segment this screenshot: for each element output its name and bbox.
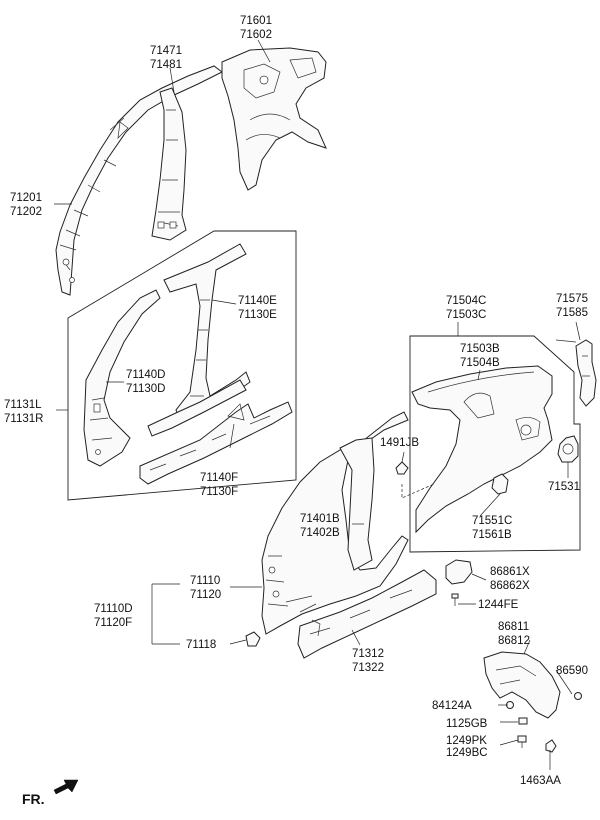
label-1125gb: 1125GB	[446, 718, 488, 730]
label-71585: 71585	[556, 307, 588, 319]
label-71561b: 71561B	[472, 529, 512, 541]
bracket-86861x	[445, 559, 473, 585]
a-pillar-inner-part	[83, 289, 161, 467]
label-71503c: 71503C	[446, 309, 486, 321]
label-84124a: 84124A	[432, 700, 472, 712]
label-1249bc: 1249BC	[446, 747, 488, 759]
clip-1463aa	[545, 739, 557, 753]
label-71401b: 71401B	[300, 513, 340, 525]
label-86862x: 86862X	[490, 580, 530, 592]
label-1463aa: 1463AA	[520, 775, 561, 787]
label-71601: 71601	[240, 15, 272, 27]
leader-lines	[54, 39, 581, 770]
callout-labels: 71601 71602 71471 71481 71201 71202 7114…	[4, 15, 588, 807]
label-71118: 71118	[186, 639, 216, 651]
label-71140e: 71140E	[238, 295, 277, 307]
label-71481: 71481	[150, 59, 182, 71]
label-71202: 71202	[10, 206, 42, 218]
label-71201: 71201	[10, 192, 42, 204]
bracket-71551c	[491, 473, 509, 495]
rocker-panel-part	[297, 569, 437, 659]
side-sill-inner-part	[139, 401, 293, 485]
label-86811: 86811	[498, 621, 529, 633]
label-71322: 71322	[352, 662, 384, 674]
label-1491jb: 1491JB	[380, 437, 419, 449]
label-71130f: 71130F	[200, 486, 238, 498]
label-71120f: 71120F	[94, 617, 132, 629]
label-71130e: 71130E	[238, 309, 277, 321]
label-71402b: 71402B	[300, 527, 340, 539]
center-pillar-upper-part	[151, 87, 187, 241]
rear-wheel-house-upper-part	[221, 47, 327, 191]
label-1244fe: 1244FE	[478, 599, 519, 611]
label-71131l: 71131L	[4, 399, 42, 411]
label-86812: 86812	[498, 635, 530, 647]
label-71602: 71602	[240, 29, 272, 41]
fastener-86590	[574, 692, 582, 700]
label-86861x: 86861X	[490, 566, 530, 578]
label-71471: 71471	[150, 45, 182, 57]
clip-71118	[245, 631, 261, 647]
label-71504c: 71504C	[446, 295, 486, 307]
roof-rail-side-panel-part	[55, 65, 223, 296]
label-71575: 71575	[556, 293, 588, 305]
label-71120: 71120	[190, 589, 221, 601]
center-pillar-inner-part	[147, 243, 251, 437]
label-71110d: 71110D	[94, 603, 133, 615]
label-71504b: 71504B	[460, 357, 500, 369]
bolt-1244fe	[451, 593, 459, 606]
side-outer-panel-part	[261, 411, 409, 635]
fuel-door-part	[557, 435, 579, 463]
label-71312: 71312	[352, 648, 384, 660]
group-frame-71504c	[409, 335, 581, 553]
label-71131r: 71131R	[4, 413, 43, 425]
rear-lamp-bracket-part	[555, 339, 597, 407]
quarter-panel-outer-part	[411, 365, 553, 534]
front-direction-icon	[53, 779, 79, 795]
label-71110: 71110	[190, 575, 220, 587]
label-71140d: 71140D	[126, 369, 165, 381]
group-frame-71131	[67, 230, 297, 501]
label-71551c: 71551C	[472, 515, 512, 527]
label-1249pk: 1249PK	[446, 735, 487, 747]
label-71531: 71531	[548, 481, 580, 493]
screw-1249pk	[517, 735, 527, 748]
label-fr: FR.	[22, 791, 45, 807]
label-71140f: 71140F	[200, 472, 238, 484]
label-86590: 86590	[556, 665, 588, 677]
wheel-guard-part	[483, 651, 561, 719]
label-71130d: 71130D	[126, 383, 165, 395]
dashed-link	[401, 483, 435, 499]
screw-1125gb	[518, 717, 528, 725]
label-71503b: 71503B	[460, 343, 500, 355]
clip-1491jb	[395, 461, 409, 475]
